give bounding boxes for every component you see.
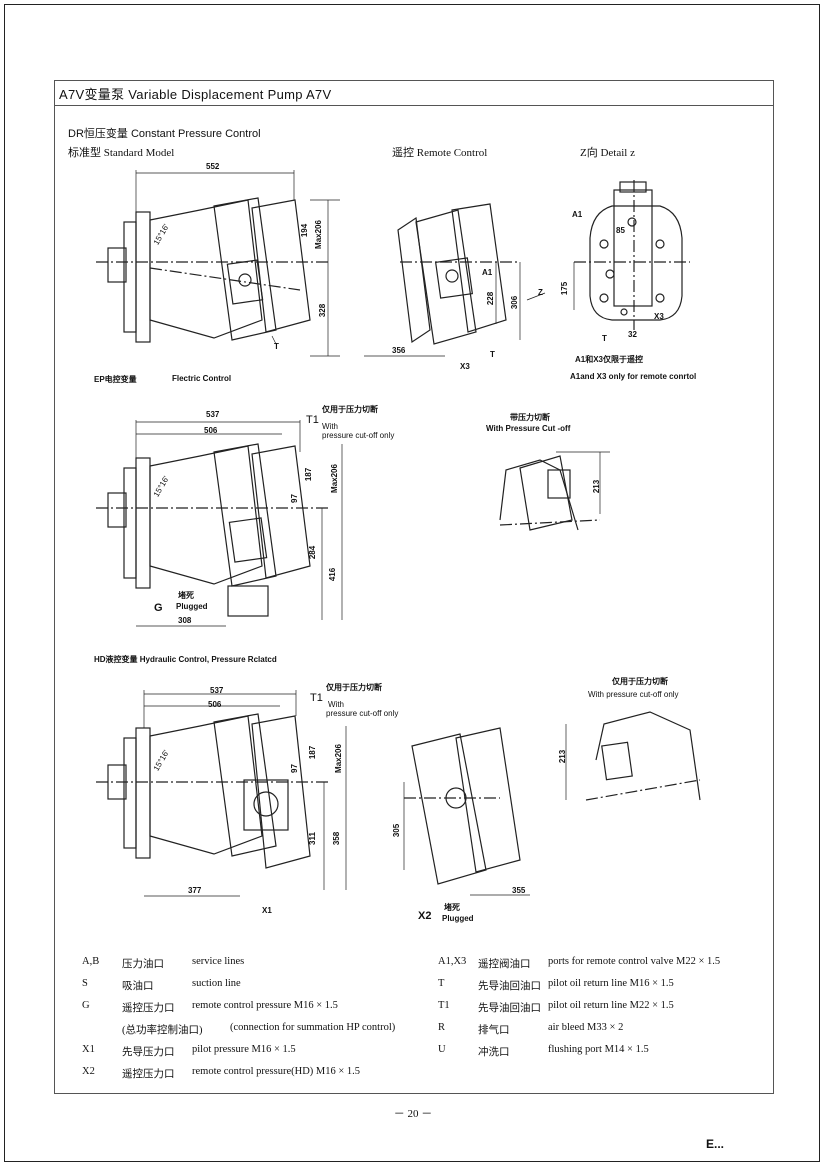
ep-heading-cn: EP电控变量 (94, 375, 137, 384)
label-t-dr: T (274, 342, 279, 351)
dim-377: 377 (188, 886, 202, 895)
dim-328: 328 (318, 303, 328, 318)
dim-213-hd: 213 (558, 749, 568, 764)
dim-506-ep: 506 (204, 426, 218, 435)
ep-pcut-cn: 带压力切断 (510, 413, 550, 422)
dr-standard-label: 标准型 Standard Model (68, 147, 175, 159)
dim-284: 284 (308, 545, 318, 560)
dim-85: 85 (616, 226, 625, 235)
dim-537-hd: 537 (210, 686, 224, 695)
note-en: A1and X3 only for remote conrtol (570, 372, 697, 381)
label-a1-detail: A1 (572, 210, 583, 219)
dim-max206-dr: Max206 (313, 220, 323, 249)
dim-175: 175 (560, 281, 570, 296)
hd-plug-en: Plugged (442, 914, 474, 923)
note-cn: A1和X3仅限于遥控 (575, 355, 644, 364)
hd-heading: HD液控变量 Hydraulic Control, Pressure Rclat… (94, 655, 277, 664)
label-x3-detail: X3 (654, 312, 664, 321)
ep-g-label: G (154, 602, 163, 614)
dr-detail-label: Z向 Detail z (580, 147, 635, 159)
label-a1-remote: A1 (482, 268, 493, 277)
corner-mark: E... (706, 1137, 725, 1151)
hd-plug-cn: 堵死 (444, 903, 460, 912)
ep-plug-cn: 堵死 (178, 591, 194, 600)
dim-552: 552 (206, 162, 220, 171)
ep-drawing (96, 420, 610, 627)
dim-187-hd: 187 (308, 745, 318, 760)
dr-remote-label: 遥控 Remote Control (392, 147, 488, 159)
title-bar: A7V变量泵 Variable Displacement Pump A7V (55, 81, 773, 106)
dim-416: 416 (328, 567, 338, 582)
page-title: A7V变量泵 Variable Displacement Pump A7V (59, 87, 332, 102)
catalog-frame: A7V变量泵 Variable Displacement Pump A7V (54, 80, 774, 1094)
dim-max206-ep: Max206 (329, 464, 339, 493)
dim-358: 358 (332, 831, 342, 846)
hd-cutoff-en: pressure cut-off only (326, 709, 399, 718)
ep-t1: T1 (306, 414, 319, 426)
dim-306: 306 (510, 295, 520, 310)
dim-213-ep: 213 (592, 479, 602, 494)
dr-heading: DR恒压变量 Constant Pressure Control (68, 128, 261, 140)
dim-308: 308 (178, 616, 192, 625)
dim-537-ep: 537 (206, 410, 220, 419)
hd-right-cn: 仅用于压力切断 (612, 677, 668, 686)
dim-32: 32 (628, 330, 637, 339)
ep-cutoff-cn: 仅用于压力切断 (322, 405, 378, 414)
ep-heading-en: Flectric Control (172, 374, 232, 383)
page-number: － 20 － (393, 1108, 433, 1120)
dim-187-ep: 187 (304, 467, 314, 482)
label-t-detail: T (602, 334, 607, 343)
label-z: Z (538, 288, 543, 297)
dim-356: 356 (392, 346, 406, 355)
dim-97-ep: 97 (289, 494, 299, 503)
label-x3-remote: X3 (460, 362, 470, 371)
hd-drawing (96, 690, 701, 897)
dim-max206-hd: Max206 (333, 744, 343, 773)
dim-506-hd: 506 (208, 700, 222, 709)
dim-194: 194 (300, 223, 310, 238)
dim-97-hd: 97 (289, 764, 299, 773)
label-t-remote: T (490, 350, 495, 359)
dim-228: 228 (486, 291, 496, 306)
hd-t1: T1 (310, 692, 323, 704)
hd-x2: X2 (418, 910, 432, 922)
ep-with: With (322, 422, 338, 431)
dim-305: 305 (392, 823, 402, 838)
ep-cutoff-en: pressure cut-off only (322, 431, 395, 440)
page-border (4, 4, 820, 1162)
detail-z-drawing (573, 180, 690, 330)
dr-standard-drawing (96, 170, 340, 357)
hd-with: With (328, 700, 344, 709)
hd-x1: X1 (262, 906, 272, 915)
dim-355: 355 (512, 886, 526, 895)
ep-plug-en: Plugged (176, 602, 208, 611)
dim-311: 311 (307, 832, 317, 845)
dr-remote-drawing (364, 203, 546, 357)
hd-cutoff-cn: 仅用于压力切断 (326, 683, 382, 692)
ep-pcut-en: With Pressure Cut -off (486, 424, 571, 433)
hd-right-en: With pressure cut-off only (588, 690, 679, 699)
